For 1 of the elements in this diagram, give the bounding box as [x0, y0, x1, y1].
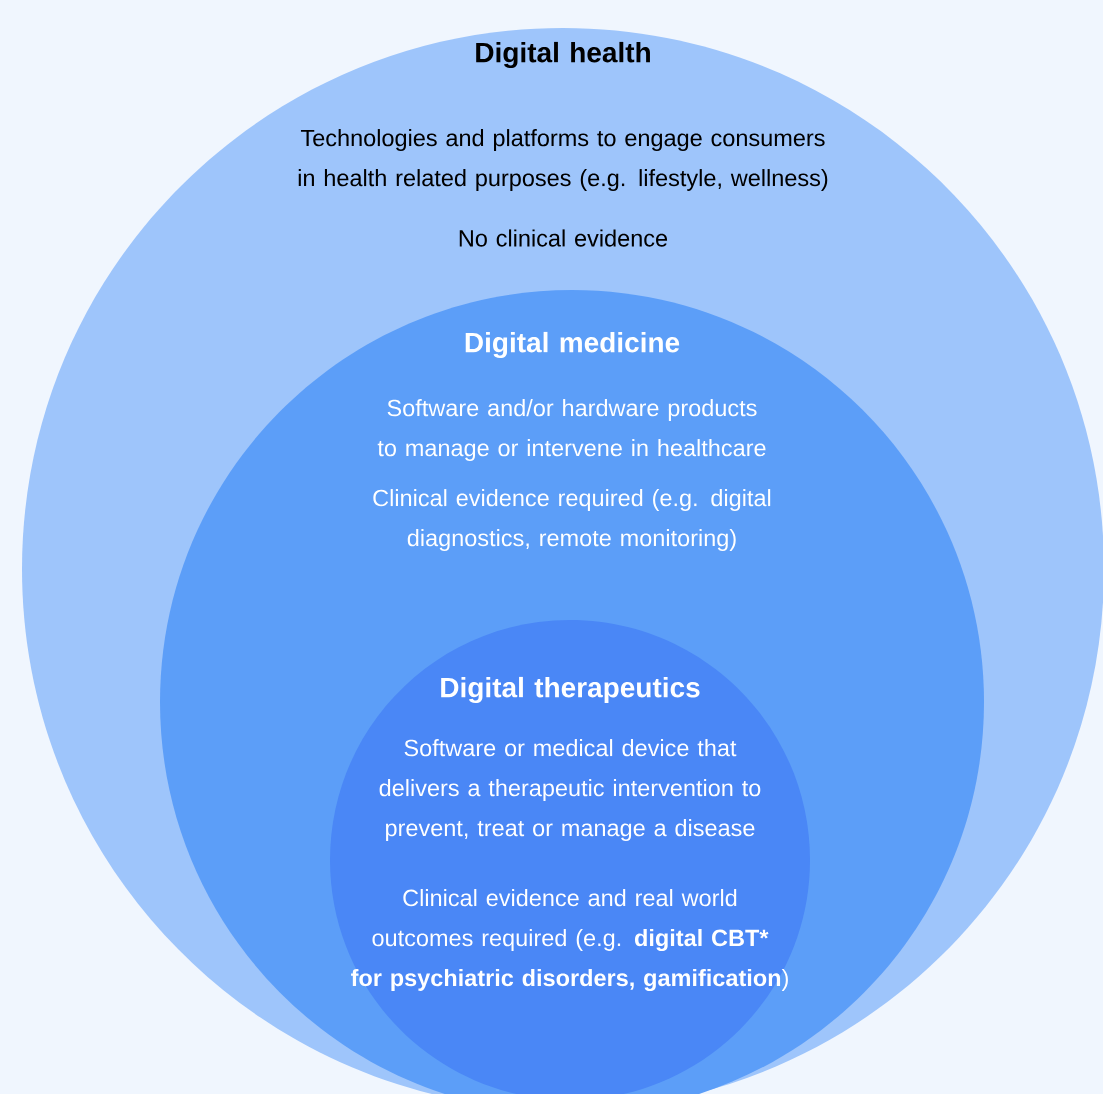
circle-region: Digital therapeutics Software or medical device that delivers a therapeutic intervention to prevent, treat or manage a disease Clinical evidence and real world outcomes required (e.g. digital CBT* for psychiatric disorders, gamification) — [330, 620, 810, 1094]
